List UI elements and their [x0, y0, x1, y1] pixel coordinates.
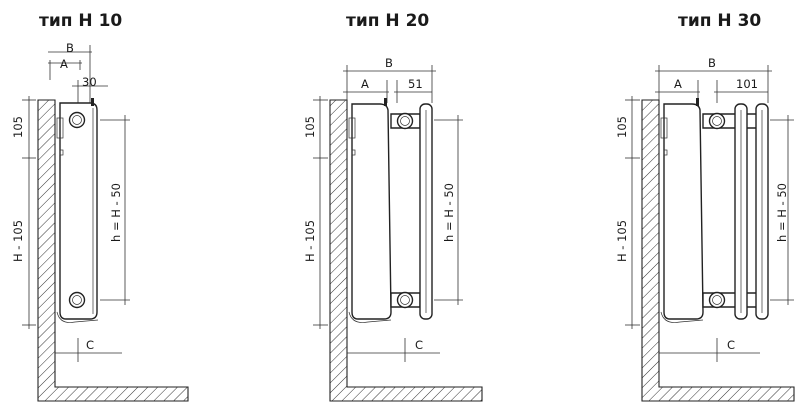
dim-a-label: A [361, 77, 369, 91]
radiator [56, 98, 99, 323]
dim-b-label: B [385, 56, 393, 70]
dim-top-offset: 105 [11, 116, 25, 138]
dim-a-label: A [60, 57, 68, 71]
wall [37, 99, 189, 402]
radiator [660, 98, 769, 323]
dim-top-offset: 105 [303, 116, 317, 138]
dim-lower-height: H - 105 [11, 220, 25, 262]
top-dimensions: B A 51 [343, 56, 436, 103]
dim-pitch-label: 30 [82, 75, 97, 89]
clearance-dimension: C [659, 338, 760, 362]
diagram-title: тип H 10 [39, 11, 122, 31]
height-label: h = H - 50 [442, 183, 456, 242]
top-dimensions: B A 101 [655, 56, 772, 103]
height-dimension: h = H - 50 [434, 115, 463, 305]
dim-lower-height: H - 105 [303, 220, 317, 262]
top-dimensions: B A 30 [48, 41, 108, 103]
clearance-dimension: C [55, 338, 122, 362]
dim-pitch-label: 51 [408, 77, 423, 91]
left-dimensions: 105 H - 105 [303, 96, 328, 329]
dim-a-label: A [674, 77, 682, 91]
height-dimension: h = H - 50 [770, 115, 794, 305]
dim-b-label: B [708, 56, 716, 70]
height-label: h = H - 50 [775, 183, 789, 242]
dim-top-offset: 105 [615, 116, 629, 138]
clearance-dimension: C [347, 338, 440, 362]
clearance-label: C [86, 338, 94, 352]
clearance-label: C [727, 338, 735, 352]
diagram-title: тип H 20 [346, 11, 429, 31]
dim-b-label: B [66, 41, 74, 55]
height-label: h = H - 50 [109, 183, 123, 242]
diagram-h10: тип H 10 B A 30 105 H - 105 [11, 11, 189, 402]
left-dimensions: 105 H - 105 [11, 96, 36, 329]
dim-lower-height: H - 105 [615, 220, 629, 262]
diagram-title: тип H 30 [678, 11, 761, 31]
diagram-h20: тип H 20 B A 51 105 H - 105 [303, 11, 483, 402]
dim-pitch-label: 101 [736, 77, 758, 91]
height-dimension: h = H - 50 [100, 115, 130, 305]
radiator [348, 98, 433, 323]
diagram-h30: тип H 30 B A 101 105 H - 105 [615, 11, 795, 402]
left-dimensions: 105 H - 105 [615, 96, 640, 329]
clearance-label: C [415, 338, 423, 352]
